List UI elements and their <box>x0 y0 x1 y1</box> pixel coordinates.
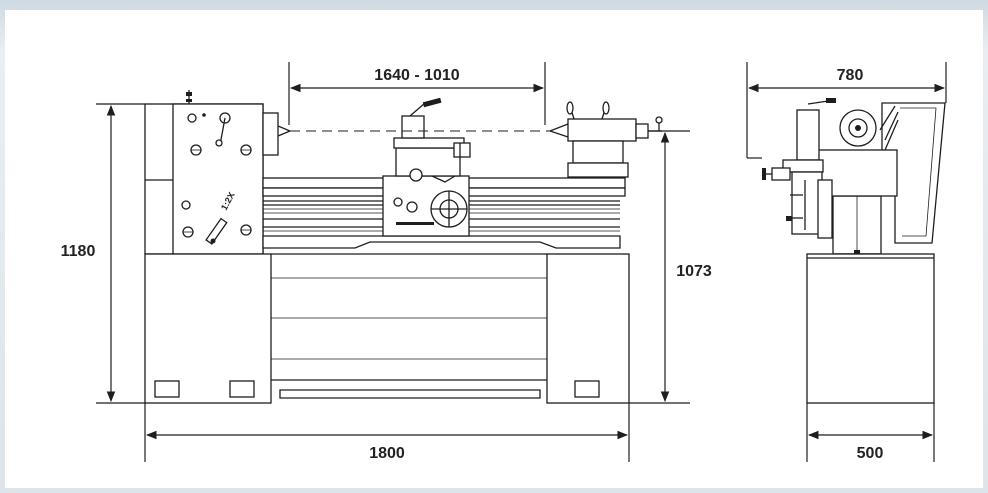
side-view <box>762 98 946 404</box>
headstock: 1:2X <box>144 90 292 255</box>
dim-base-width: 500 <box>857 445 884 462</box>
dim-total-height: 1180 <box>61 243 96 260</box>
cabinet-base <box>144 253 630 404</box>
carriage <box>382 97 471 237</box>
tailstock <box>548 101 663 178</box>
front-dimensions: 1640 - 1010 1180 1073 1800 <box>61 62 712 462</box>
side-dimensions: 780 500 <box>746 62 947 462</box>
drawing-panel: 1:2X <box>5 10 983 488</box>
dim-center-height: 1073 <box>676 263 712 280</box>
dim-side-depth: 780 <box>837 67 864 84</box>
dim-total-length: 1800 <box>369 445 405 462</box>
dim-center-distance: 1640 - 1010 <box>374 67 460 84</box>
front-view: 1:2X <box>144 90 663 404</box>
